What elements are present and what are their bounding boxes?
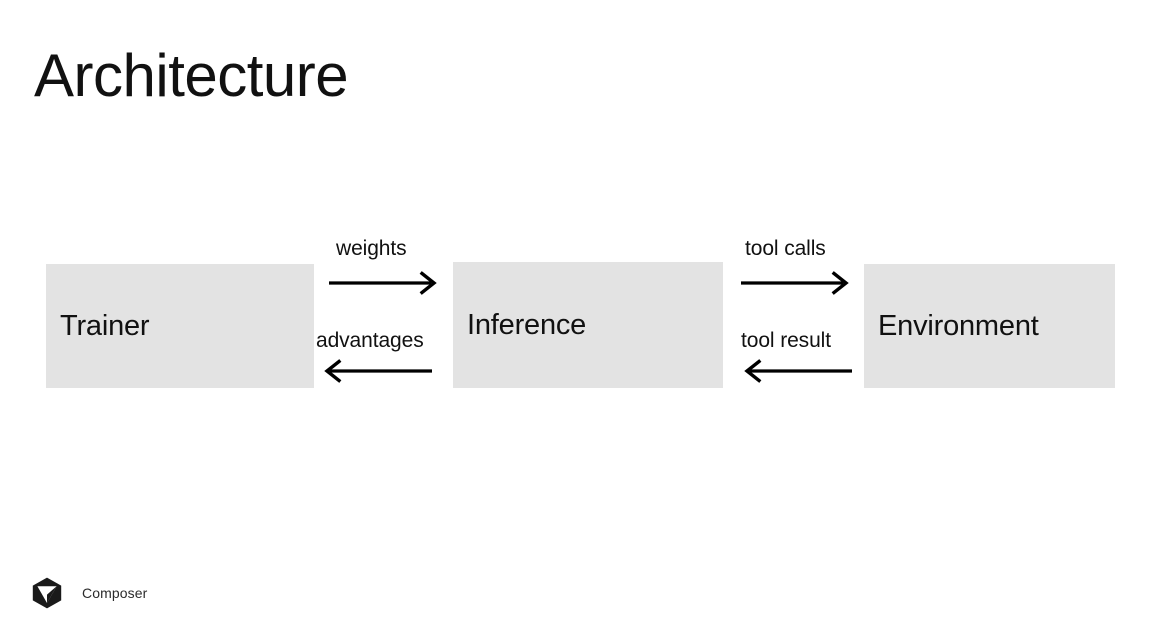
edge-advantages-label: advantages	[316, 329, 424, 352]
edge-weights-label: weights	[336, 237, 407, 260]
arrow-left-icon	[320, 359, 438, 383]
edge-tool-result-label: tool result	[741, 329, 831, 352]
edge-tool-calls-label: tool calls	[745, 237, 826, 260]
arrow-left-icon	[740, 359, 858, 383]
cube-logo-icon	[30, 576, 64, 610]
footer-brand-label: Composer	[82, 585, 148, 601]
footer: Composer	[30, 576, 147, 610]
node-environment-label: Environment	[878, 309, 1039, 342]
node-trainer-label: Trainer	[60, 309, 150, 342]
node-inference-label: Inference	[467, 308, 587, 341]
node-inference: Inference	[453, 262, 723, 388]
arrow-right-icon	[741, 271, 853, 295]
arrow-right-icon	[329, 271, 441, 295]
page-title: Architecture	[34, 42, 349, 109]
node-environment: Environment	[864, 264, 1115, 388]
node-trainer: Trainer	[46, 264, 314, 388]
